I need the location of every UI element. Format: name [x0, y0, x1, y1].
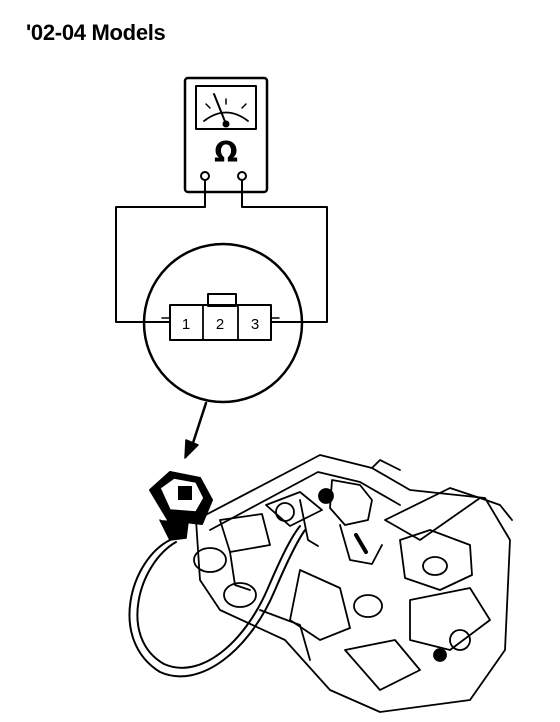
- sensor-harness: [128, 525, 306, 678]
- terminal-1-label: 1: [182, 316, 190, 333]
- engine-assembly: [193, 454, 513, 713]
- magnifier-circle: [142, 242, 304, 404]
- connector-face: [161, 293, 280, 341]
- test-leads: [115, 179, 328, 323]
- terminal-3-label: 3: [251, 316, 259, 333]
- terminal-2-label: 2: [216, 316, 224, 333]
- sensor-connector: [149, 471, 213, 541]
- ohmmeter-icon: [183, 76, 269, 194]
- ohm-symbol: Ω: [214, 136, 238, 169]
- pointer-arrow: [184, 401, 208, 459]
- page-title: '02-04 Models: [26, 20, 166, 45]
